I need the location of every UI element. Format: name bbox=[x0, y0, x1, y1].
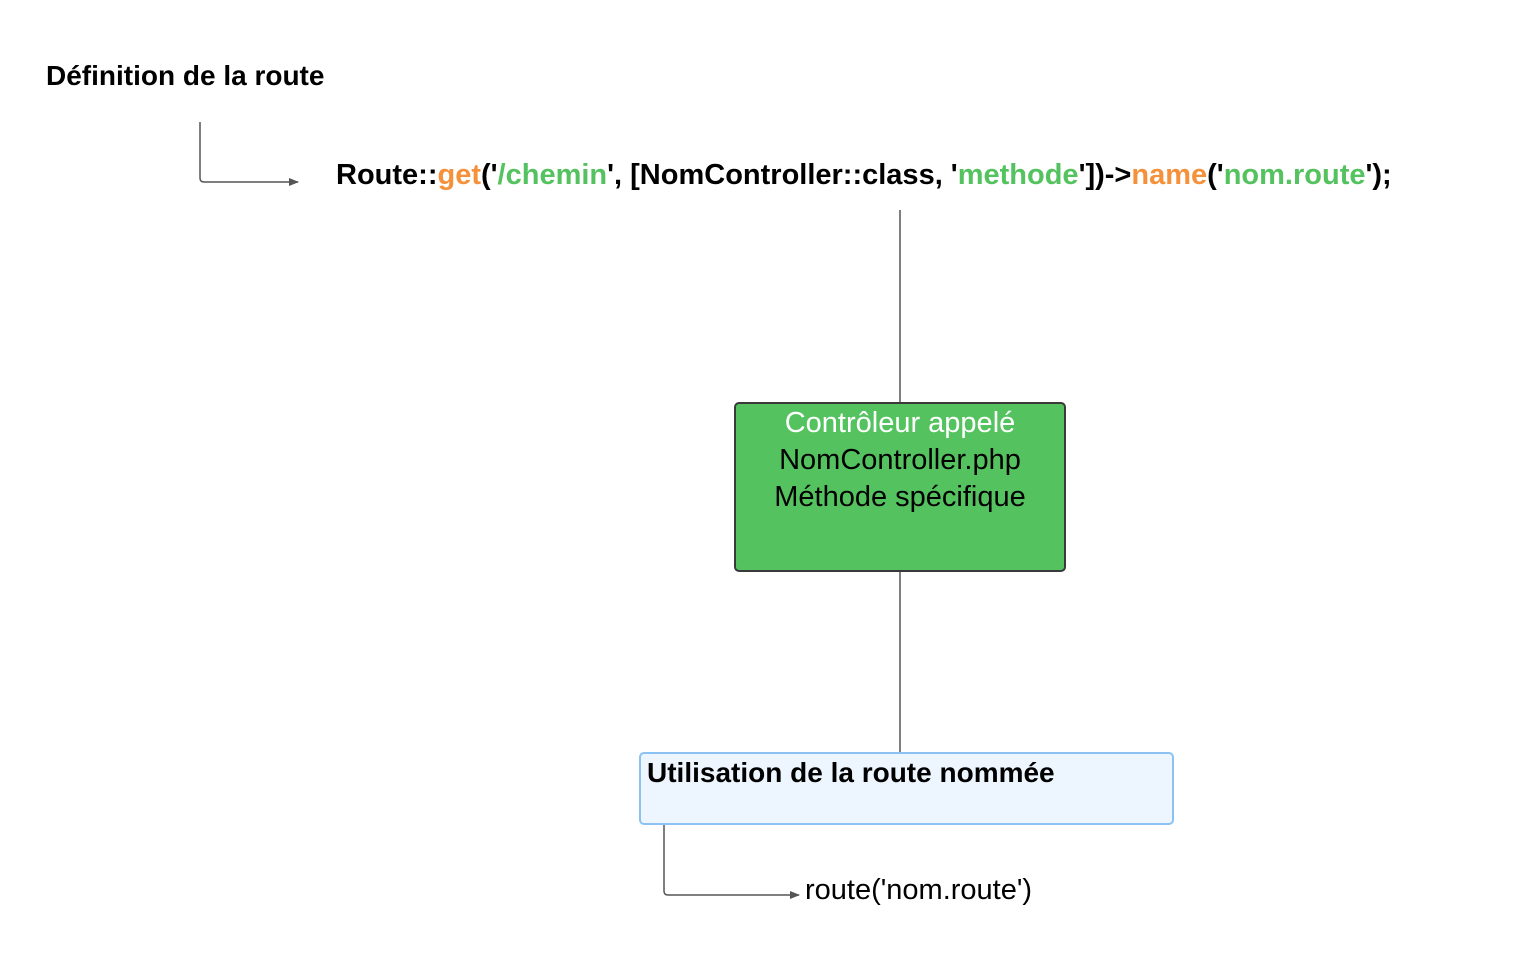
code-segment: methode bbox=[957, 159, 1079, 191]
code-segment: '); bbox=[1365, 159, 1392, 191]
controller-method: Méthode spécifique bbox=[774, 481, 1026, 513]
code-segment: nom.route bbox=[1223, 159, 1366, 191]
controller-heading: Contrôleur appelé bbox=[784, 407, 1016, 439]
code-segment: /chemin bbox=[497, 159, 608, 191]
named-route-usage-box: Utilisation de la route nommée bbox=[639, 752, 1174, 825]
controller-file: NomController.php bbox=[779, 444, 1021, 476]
code-segment: name bbox=[1131, 159, 1208, 191]
code-segment: ', [NomController::class, ' bbox=[607, 159, 958, 191]
code-segment: Route:: bbox=[336, 159, 438, 191]
route-definition-title: Définition de la route bbox=[46, 60, 325, 91]
usage-to-call-arrow bbox=[663, 825, 800, 899]
code-segment: get bbox=[437, 159, 481, 191]
code-segment: (' bbox=[1207, 159, 1224, 191]
route-call-text: route('nom.route') bbox=[805, 874, 1033, 906]
route-code-line: Route::get('/chemin', [NomController::cl… bbox=[336, 159, 1392, 192]
title-to-code-arrow bbox=[199, 122, 299, 186]
controller-box: Contrôleur appelé NomController.php Méth… bbox=[734, 402, 1066, 572]
code-segment: '])-> bbox=[1078, 159, 1132, 191]
usage-box-title: Utilisation de la route nommée bbox=[647, 757, 1055, 788]
code-segment: (' bbox=[480, 159, 498, 191]
